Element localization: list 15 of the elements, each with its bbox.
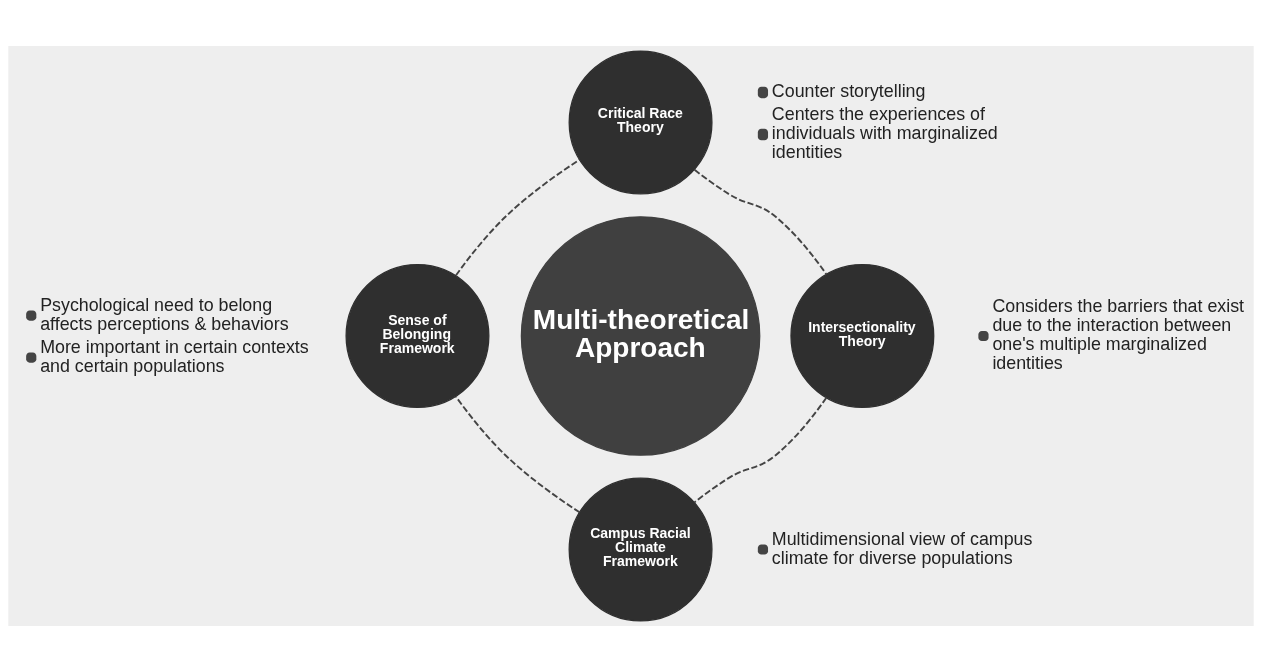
node-label: More important in certain contexts and certain populations: [40, 336, 309, 376]
node-circle: Multi-theoretical Approach: [520, 216, 761, 456]
connector: [455, 395, 581, 514]
connector: [693, 168, 828, 276]
node-circle: Campus Racial Climate Framework: [568, 477, 713, 622]
node-label: Counter storytelling: [771, 81, 926, 102]
node-label: Centers the experiences of individuals with marginalized identities: [771, 104, 998, 163]
node-label: Psychological need to belong affects perceptions & behaviors: [40, 294, 289, 334]
node-label: Considers the barriers that exist due to the interaction between one's multiple marginalized identities: [992, 296, 1245, 374]
node-circle: Sense of Belonging Framework: [345, 264, 490, 408]
node-circle: Critical Race Theory: [568, 50, 713, 195]
node-circle: Intersectionality Theory: [790, 264, 935, 408]
node-label: Multidimensional view of campus climate for diverse populations: [771, 528, 1033, 568]
connector: [693, 396, 828, 504]
connector: [455, 158, 581, 277]
